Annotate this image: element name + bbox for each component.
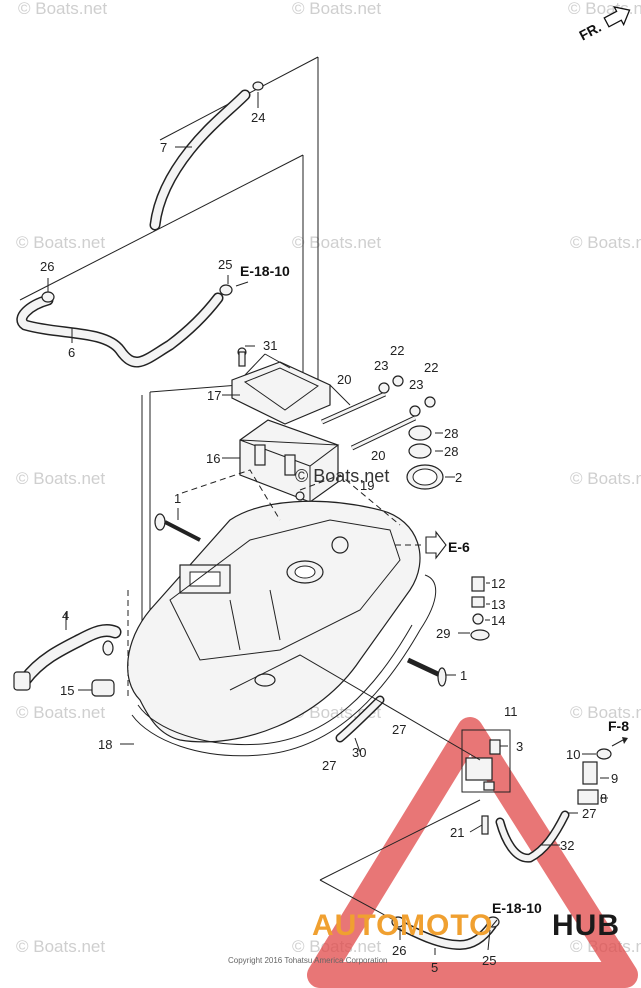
svg-text:FR.: FR. [576, 19, 603, 44]
callout-27-a: 27 [392, 722, 406, 737]
seals [406, 425, 444, 490]
bolt-21 [481, 815, 489, 835]
callout-17: 17 [207, 388, 221, 403]
callout-23-a: 23 [374, 358, 388, 373]
hose-32 [495, 810, 570, 863]
callout-27-b: 27 [322, 758, 336, 773]
callout-25: 25 [218, 257, 232, 272]
hose-6 [16, 284, 233, 368]
callout-4: 4 [62, 608, 69, 623]
small-parts-12-14 [470, 576, 490, 641]
leader-lines [47, 92, 609, 955]
callout-12: 12 [491, 576, 505, 591]
assembly-11 [461, 729, 511, 793]
callout-19: 19 [360, 478, 374, 493]
callout-22-b: 22 [424, 360, 438, 375]
callout-13: 13 [491, 597, 505, 612]
callout-8: 8 [600, 791, 607, 806]
reference-labels: E-18-10 E-6 F-8 E-18-10 [235, 263, 629, 927]
callout-30: 30 [352, 745, 366, 760]
watermark: © Boats.net [292, 233, 381, 252]
callout-24: 24 [251, 110, 265, 125]
callout-numbers: 7 24 26 25 6 31 17 20 23 22 23 22 28 28 … [40, 110, 618, 975]
callout-6: 6 [68, 345, 75, 360]
callout-20-a: 20 [337, 372, 351, 387]
dashed-leaders [127, 469, 425, 700]
callout-10: 10 [566, 747, 580, 762]
callout-32: 32 [560, 838, 574, 853]
callout-7: 7 [160, 140, 167, 155]
bolt-1-right [406, 657, 447, 687]
callout-3: 3 [516, 739, 523, 754]
callout-26: 26 [40, 259, 54, 274]
callout-28-b: 28 [444, 444, 458, 459]
callout-26-b: 26 [392, 943, 406, 958]
automotohub-triangle [307, 717, 638, 988]
callout-21: 21 [450, 825, 464, 840]
watermark: © Boats.net [570, 469, 641, 488]
hose-30 [335, 695, 385, 743]
svg-text:MOTO: MOTO [400, 909, 493, 942]
callout-15: 15 [60, 683, 74, 698]
ref-f-8: F-8 [608, 718, 629, 734]
hose-4 [13, 623, 122, 691]
block-16 [239, 419, 340, 503]
callout-22-a: 22 [390, 343, 404, 358]
grommet-15 [91, 679, 115, 697]
callout-23-b: 23 [409, 377, 423, 392]
callout-1-right: 1 [460, 668, 467, 683]
callout-9: 9 [611, 771, 618, 786]
hose-5 [229, 654, 500, 951]
studs-20 [320, 391, 417, 451]
callout-28-a: 28 [444, 426, 458, 441]
callout-31: 31 [263, 338, 277, 353]
nuts-washers [378, 375, 436, 417]
hose-7 [149, 81, 264, 231]
callout-25-b: 25 [482, 953, 496, 968]
ref-e-18-10-top: E-18-10 [240, 263, 290, 279]
watermark: © Boats.net [292, 0, 381, 18]
bolt-1-top [154, 513, 201, 542]
callout-14: 14 [491, 613, 505, 628]
hose-detail-boxes [19, 56, 319, 670]
svg-text:HUB: HUB [552, 909, 620, 942]
callout-1-top: 1 [174, 491, 181, 506]
callout-18: 18 [98, 737, 112, 752]
main-housing [127, 500, 437, 757]
watermark: © Boats.net [16, 469, 105, 488]
callout-2: 2 [455, 470, 462, 485]
callout-29: 29 [436, 626, 450, 641]
callout-27-c: 27 [582, 806, 596, 821]
watermark: © Boats.net [16, 937, 105, 956]
ref-e-6: E-6 [448, 539, 470, 555]
ref-e-18-10-bottom: E-18-10 [492, 900, 542, 916]
callout-16: 16 [206, 451, 220, 466]
callout-5: 5 [431, 960, 438, 975]
svg-text:AUTO: AUTO [312, 909, 400, 942]
watermark: © Boats.net [16, 233, 105, 252]
automotohub-logo: AUTO MOTO HUB [312, 909, 620, 942]
callout-11: 11 [504, 704, 518, 719]
watermark: © Boats.net [16, 703, 105, 722]
copyright-text: Copyright 2016 Tohatsu America Corporati… [228, 956, 388, 965]
center-watermark: © Boats.net [295, 466, 389, 486]
cover-plate-17 [231, 347, 331, 425]
parts-8-10 [577, 748, 612, 805]
watermark: © Boats.net [568, 0, 641, 18]
callout-20-b: 20 [371, 448, 385, 463]
watermark: © Boats.net [570, 233, 641, 252]
watermark: © Boats.net [18, 0, 107, 18]
watermark: © Boats.net [570, 703, 641, 722]
